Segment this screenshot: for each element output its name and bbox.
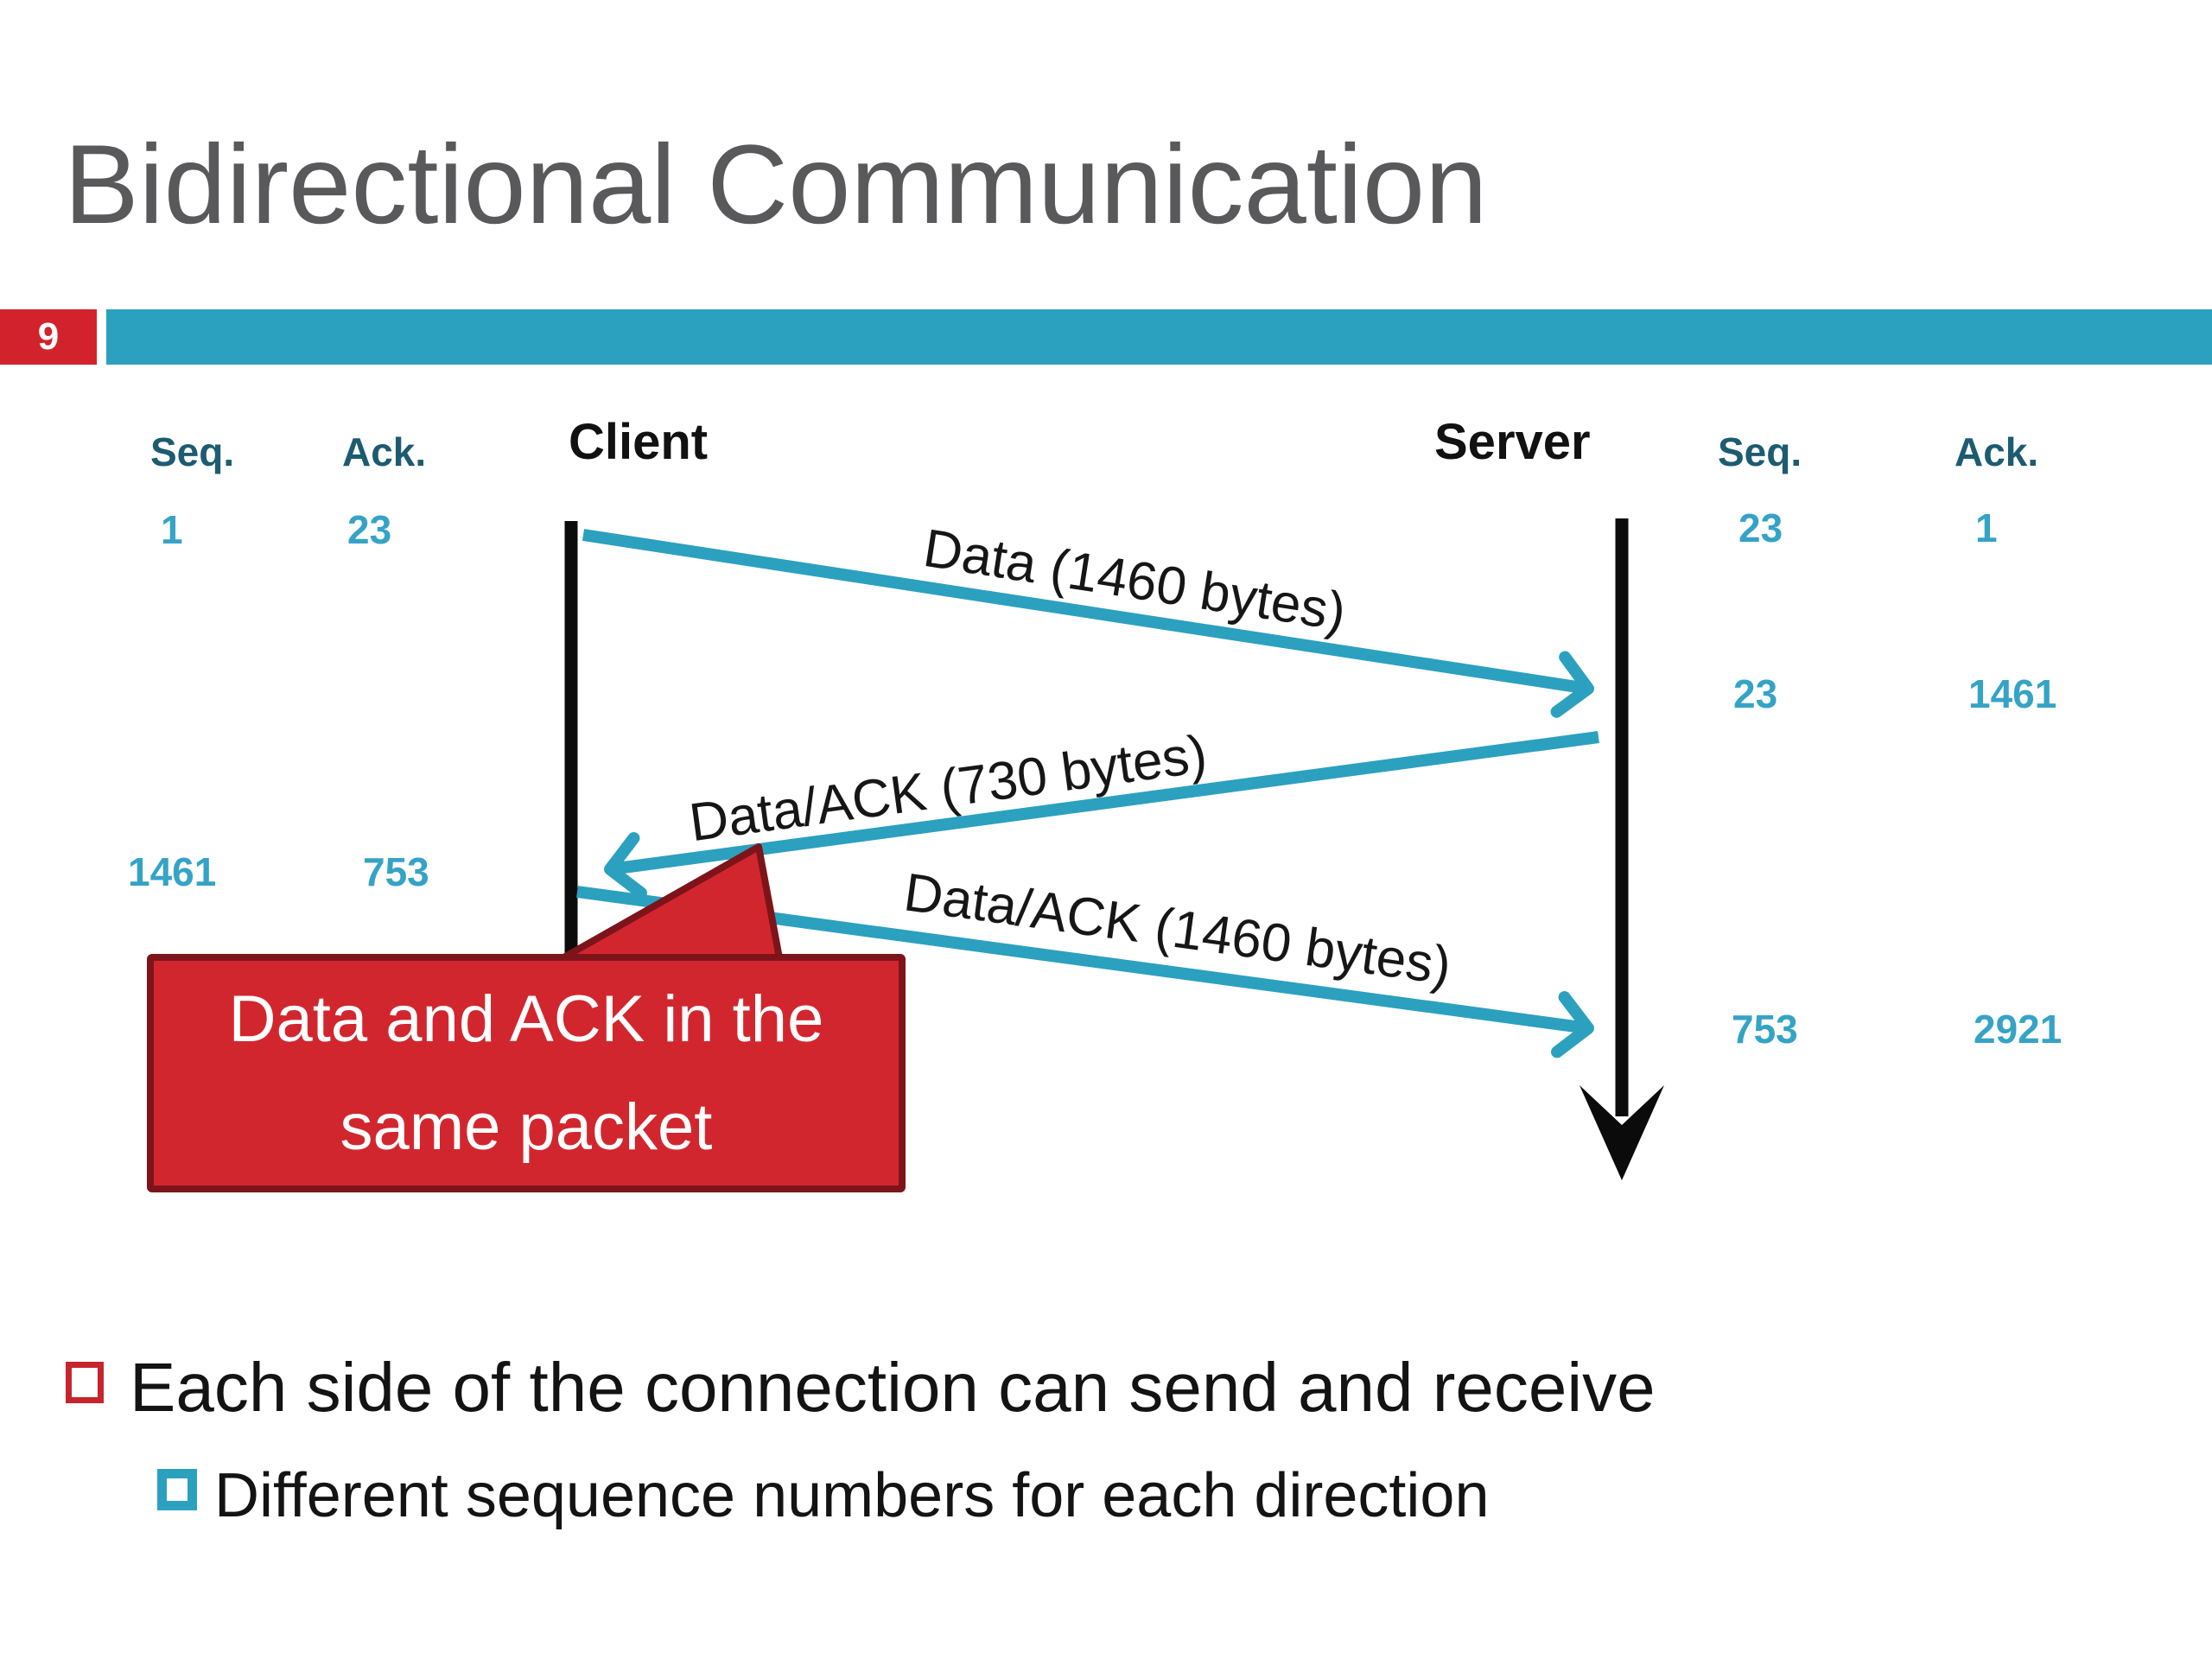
callout-box: Data and ACK in the same packet xyxy=(147,954,906,1192)
message-arrow-client-to-server-icon xyxy=(582,529,1594,718)
right-ack-header: Ack. xyxy=(1955,429,2039,474)
right-row3-seq: 753 xyxy=(1732,1007,1798,1052)
right-row2-seq: 23 xyxy=(1733,671,1778,716)
sub-bullet-square-icon xyxy=(157,1469,197,1510)
server-label: Server xyxy=(1434,414,1591,470)
right-row1-ack: 1 xyxy=(1975,505,1998,550)
accent-bar xyxy=(106,309,2212,365)
left-row2-seq: 1461 xyxy=(128,849,217,894)
slide-number: 9 xyxy=(37,315,60,358)
bullet-item-1: Each side of the connection can send and… xyxy=(130,1349,1656,1426)
left-row1-seq: 1 xyxy=(161,507,183,552)
callout-line-1: Data and ACK in the xyxy=(228,982,824,1056)
left-row1-ack: 23 xyxy=(347,507,392,552)
left-row2-ack: 753 xyxy=(363,849,429,894)
left-ack-header: Ack. xyxy=(342,429,427,474)
message-arrow-server-to-client-icon xyxy=(604,731,1599,899)
right-seq-header: Seq. xyxy=(1718,429,1802,474)
bullet-item-2: Different sequence numbers for each dire… xyxy=(214,1461,1490,1530)
left-seq-header: Seq. xyxy=(150,429,235,474)
bullet-square-open-icon xyxy=(66,1362,104,1403)
right-row3-ack: 2921 xyxy=(1974,1007,2063,1052)
server-lifeline-arrowhead-icon xyxy=(1580,1085,1664,1180)
callout-line-2: same packet xyxy=(340,1090,713,1164)
slide-number-badge: 9 xyxy=(0,309,97,365)
client-label: Client xyxy=(569,414,709,470)
right-row2-ack: 1461 xyxy=(1968,671,2057,716)
right-row1-seq: 23 xyxy=(1738,505,1783,550)
page-title: Bidirectional Communication xyxy=(64,121,1488,247)
message-label-2: Data/ACK (730 bytes) xyxy=(686,724,1211,853)
